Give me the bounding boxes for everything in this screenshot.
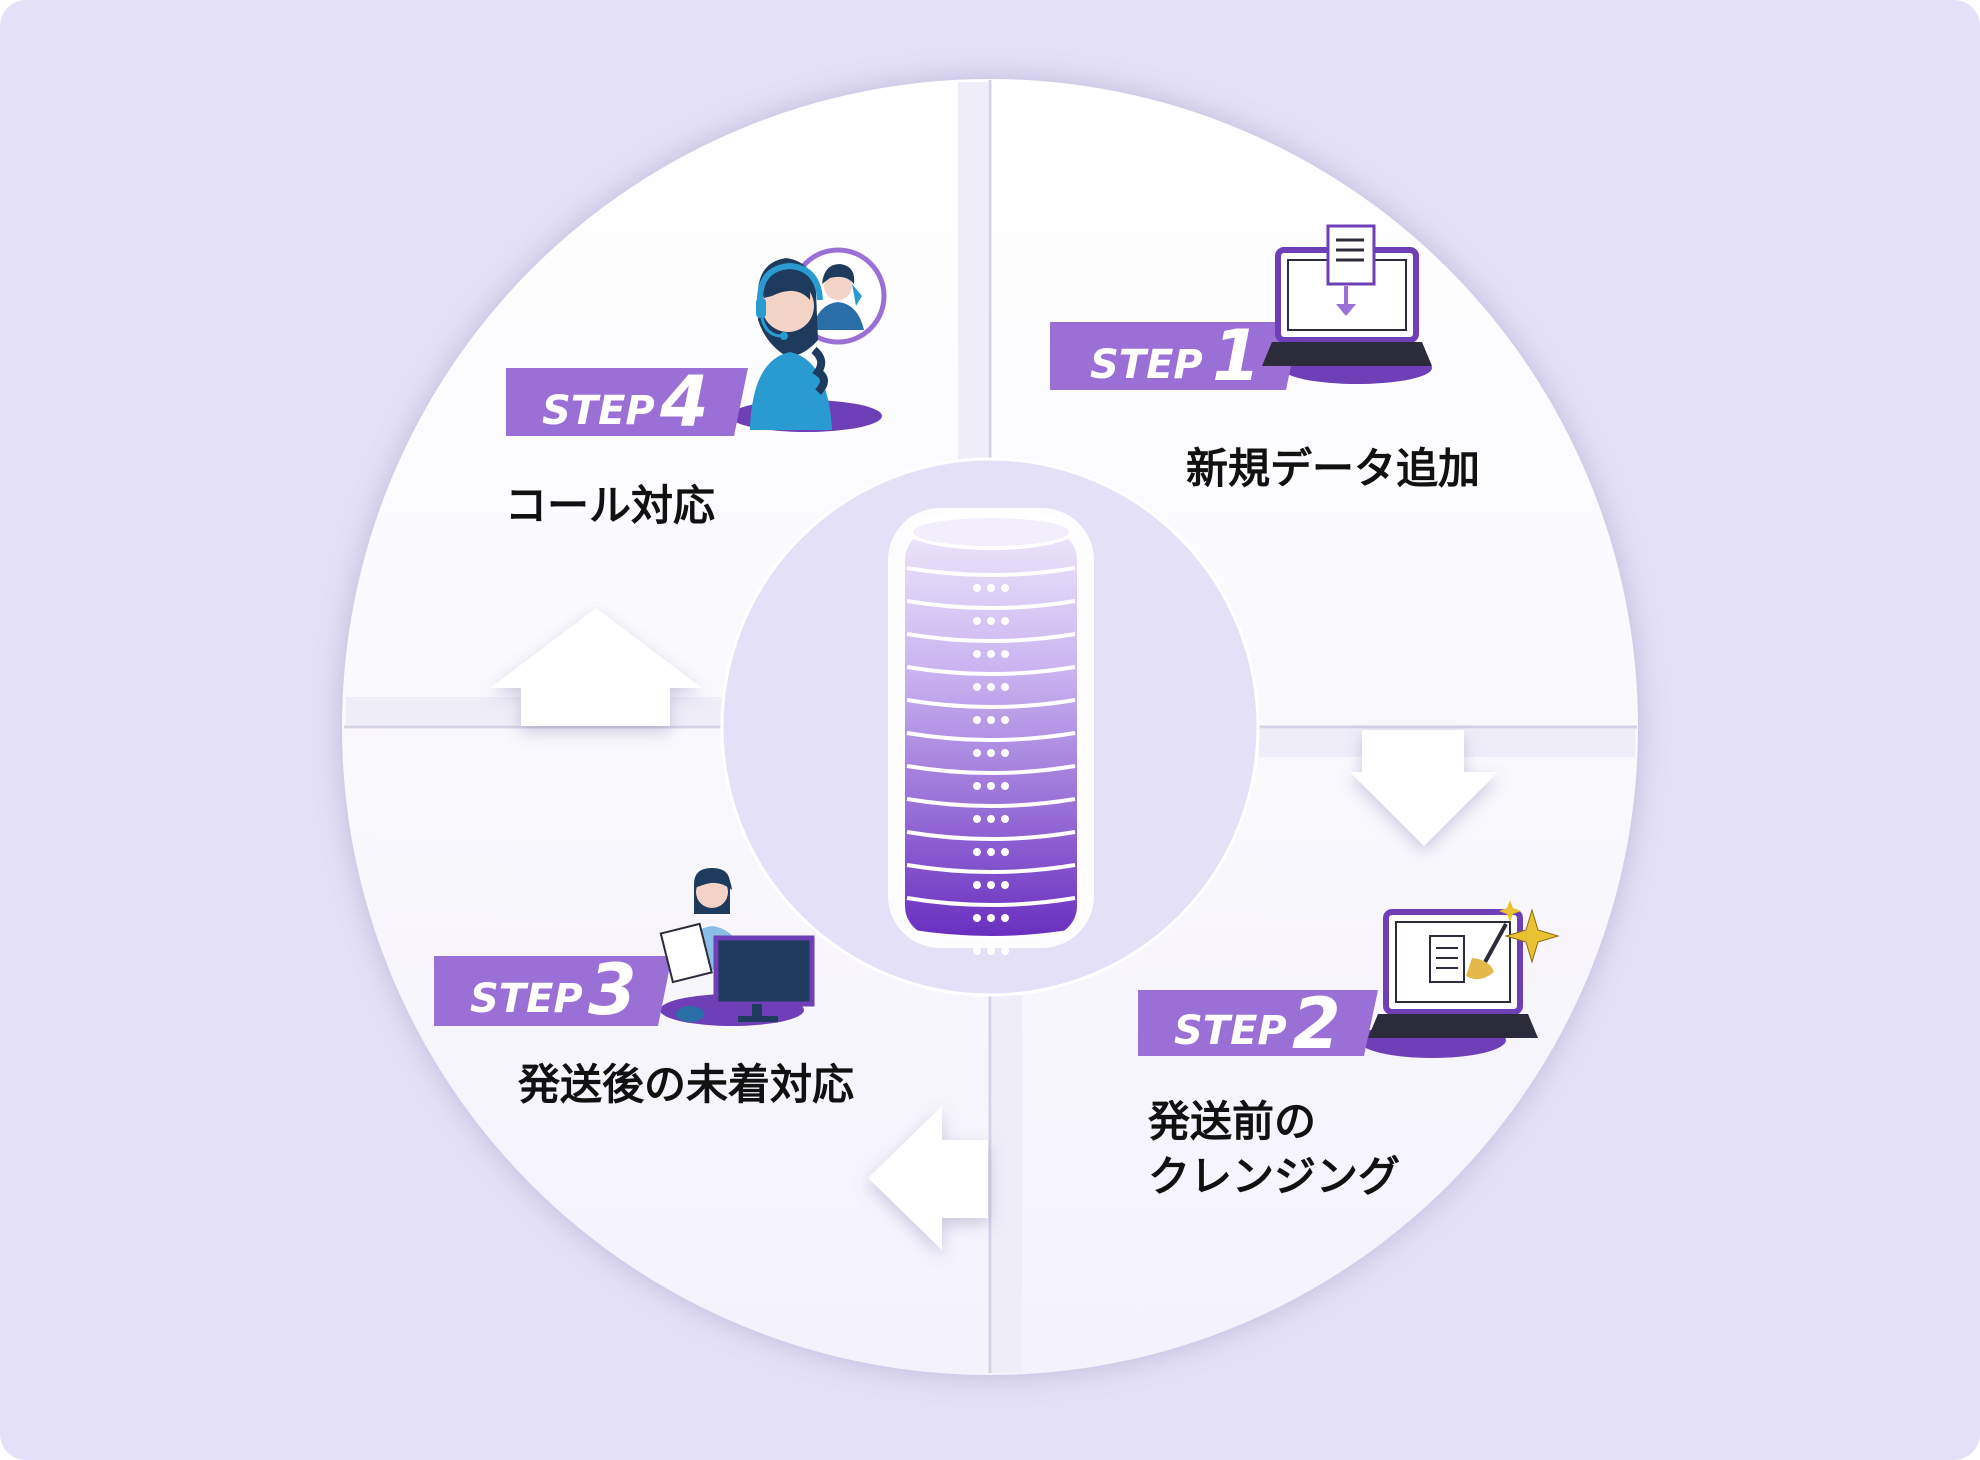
db-indicator-dot <box>987 914 995 922</box>
db-indicator-dot <box>987 716 995 724</box>
quadrant-dividers <box>344 80 1637 1373</box>
step-2-badge-word: STEP <box>1174 1008 1287 1054</box>
db-indicator-dot <box>973 683 981 691</box>
db-indicator-dot <box>1001 683 1009 691</box>
step-3-label: 発送後の未着対応 <box>518 1060 855 1109</box>
step-3-group: STEP 3 <box>434 868 815 1031</box>
step-2-label: 発送前の クレンジング <box>1148 1097 1401 1201</box>
db-band-line <box>906 599 1076 610</box>
db-band-line <box>906 797 1076 808</box>
office-worker-icon <box>659 868 815 1022</box>
step-2-group: STEP 2 <box>1138 900 1560 1065</box>
db-indicator-dot <box>973 947 981 955</box>
arrow-up-icon <box>490 608 702 726</box>
db-band-line <box>906 731 1076 742</box>
db-indicator-dot <box>1001 782 1009 790</box>
step-4-group: STEP 4 <box>506 247 887 443</box>
step-1-group: STEP 1 <box>1050 224 1432 397</box>
db-indicator-dot <box>1001 881 1009 889</box>
laptop-cleansing-icon <box>1368 900 1560 1038</box>
db-indicator-dot <box>987 848 995 856</box>
db-indicator-dot <box>973 881 981 889</box>
step-1-label: 新規データ追加 <box>1186 444 1481 493</box>
step-2-badge <box>1138 990 1338 1056</box>
db-indicator-dot <box>973 749 981 757</box>
step-4-badge-number: 4 <box>659 361 709 443</box>
arrow-down-icon <box>1350 730 1498 846</box>
db-band-line <box>906 764 1076 775</box>
db-indicator-dot <box>987 617 995 625</box>
db-indicator-dot <box>1001 848 1009 856</box>
db-indicator-dot <box>987 749 995 757</box>
step-1-badge <box>1050 322 1258 390</box>
db-indicator-dot <box>973 716 981 724</box>
db-indicator-dot <box>987 881 995 889</box>
step-3-badge <box>434 956 632 1026</box>
db-band-line <box>906 665 1076 676</box>
db-indicator-dot <box>973 914 981 922</box>
db-indicator-dot <box>1001 947 1009 955</box>
db-indicator-dot <box>973 650 981 658</box>
db-indicator-dot <box>987 815 995 823</box>
db-indicator-dot <box>1001 650 1009 658</box>
db-indicator-dot <box>987 782 995 790</box>
db-indicator-dot <box>987 650 995 658</box>
step-1-badge-number: 1 <box>1212 315 1261 397</box>
db-indicator-dot <box>973 848 981 856</box>
step-4-badge <box>506 368 708 436</box>
db-band-line <box>906 698 1076 709</box>
db-band-line <box>906 566 1076 577</box>
call-center-operator-icon <box>750 247 887 430</box>
db-indicator-dot <box>1001 914 1009 922</box>
db-band-line <box>906 929 1076 940</box>
step-4-label: コール対応 <box>505 481 716 530</box>
db-indicator-dot <box>1001 815 1009 823</box>
db-indicator-dot <box>1001 617 1009 625</box>
database-server-icon <box>888 508 1094 955</box>
db-indicator-dot <box>973 782 981 790</box>
db-band-line <box>906 830 1076 841</box>
db-band-line <box>906 896 1076 907</box>
arrow-left-icon <box>868 1106 988 1250</box>
step-2-badge-number: 2 <box>1292 983 1341 1065</box>
db-indicator-dot <box>973 815 981 823</box>
db-indicator-dot <box>987 947 995 955</box>
laptop-download-icon <box>1262 224 1432 366</box>
step-3-badge-number: 3 <box>588 949 637 1031</box>
db-indicator-dot <box>987 683 995 691</box>
step-1-badge-word: STEP <box>1090 342 1203 388</box>
db-indicator-dot <box>973 617 981 625</box>
db-band-line <box>906 632 1076 643</box>
step-3-badge-word: STEP <box>470 976 583 1022</box>
db-indicator-dot <box>1001 584 1009 592</box>
db-indicator-dot <box>1001 749 1009 757</box>
step-4-badge-word: STEP <box>542 388 655 434</box>
db-indicator-dot <box>973 584 981 592</box>
db-indicator-dot <box>1001 716 1009 724</box>
db-band-line <box>906 863 1076 874</box>
db-indicator-dot <box>987 584 995 592</box>
